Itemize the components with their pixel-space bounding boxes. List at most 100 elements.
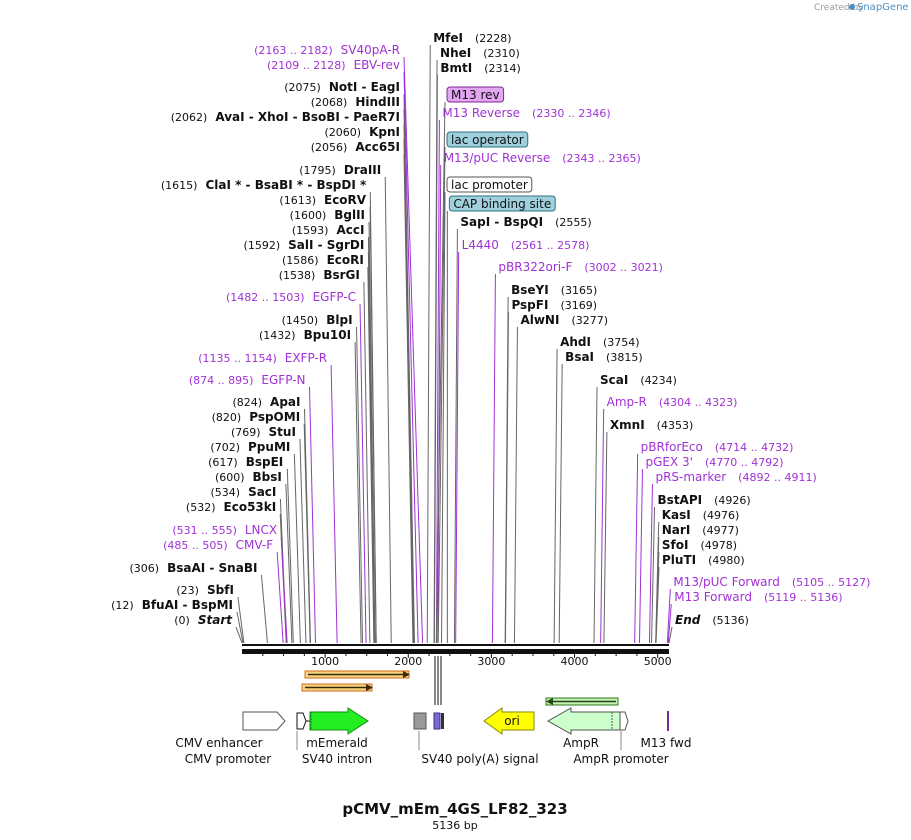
- label-position: (2555): [555, 216, 592, 229]
- label-name: PspFI: [511, 298, 548, 312]
- site-label-15[interactable]: BsrGI(1538): [279, 268, 360, 282]
- label-position: (2310): [483, 47, 520, 60]
- connector-line: [441, 191, 446, 644]
- label-position: (2062): [171, 111, 208, 124]
- label-position: (3169): [560, 299, 597, 312]
- site-label-35[interactable]: BsaI(3815): [565, 350, 642, 364]
- primer-label-8[interactable]: M13/pUC Reverse(2343 .. 2365): [444, 151, 641, 165]
- site-label-36[interactable]: ScaI(4234): [600, 373, 677, 387]
- primer-label-16[interactable]: M13 Forward(5119 .. 5136): [674, 590, 842, 604]
- site-label-27[interactable]: SbfI(23): [176, 583, 234, 597]
- site-label-40[interactable]: NarI(4977): [662, 523, 739, 537]
- site-label-37[interactable]: XmnI(4353): [610, 418, 693, 432]
- site-label-39[interactable]: KasI(4976): [662, 508, 740, 522]
- cmv-enhancer-feature[interactable]: [242, 711, 286, 731]
- label-name: EBV-rev: [354, 58, 400, 72]
- connector-line: [303, 423, 311, 644]
- site-label-10[interactable]: EcoRV(1613): [279, 193, 366, 207]
- label-position: (2068): [311, 96, 348, 109]
- primer-label-10[interactable]: pBR322ori-F(3002 .. 3021): [498, 260, 663, 274]
- primer-label-14[interactable]: pRS-marker(4892 .. 4911): [655, 470, 816, 484]
- site-label-3[interactable]: NotI - EagI(2075): [284, 80, 400, 94]
- label-name: EGFP-C: [313, 290, 356, 304]
- primer-label-13[interactable]: pGEX 3'(4770 .. 4792): [645, 455, 783, 469]
- label-name: pRS-marker: [655, 470, 726, 484]
- site-label-21[interactable]: PpuMI(702): [210, 440, 290, 454]
- site-label-6[interactable]: KpnI(2060): [325, 125, 400, 139]
- site-label-1[interactable]: NheI(2310): [440, 46, 520, 60]
- boxed-feature-1[interactable]: lac operator: [446, 131, 529, 148]
- site-label-2[interactable]: BmtI(2314): [440, 61, 520, 75]
- primer-label-3[interactable]: EXFP-R(1135 .. 1154): [198, 351, 327, 365]
- site-label-16[interactable]: BlpI(1450): [282, 313, 353, 327]
- snapgene-logo-text[interactable]: SnapGene: [857, 2, 909, 13]
- connector-line: [299, 438, 307, 644]
- site-label-9[interactable]: ClaI * - BsaBI * - BspDI *(1615): [161, 178, 367, 192]
- label-name: BmtI: [440, 61, 472, 75]
- site-label-30[interactable]: SapI - BspQI (2555): [460, 215, 591, 229]
- site-label-32[interactable]: PspFI (3169): [511, 298, 597, 312]
- connector-line: [651, 506, 656, 644]
- primer-label-7[interactable]: M13 Reverse(2330 .. 2346): [442, 106, 610, 120]
- sv40-polya-feature[interactable]: [441, 713, 444, 729]
- site-label-25[interactable]: Eco53kI(532): [186, 500, 276, 514]
- primer-label-2[interactable]: EGFP-C(1482 .. 1503): [226, 290, 356, 304]
- primer-label-0[interactable]: SV40pA-R(2163 .. 2182): [254, 43, 400, 57]
- ampr-promoter-feature[interactable]: [619, 711, 629, 731]
- ampr-feature[interactable]: [546, 707, 621, 735]
- label-position: (1432): [259, 329, 296, 342]
- site-label-23[interactable]: BbsI(600): [215, 470, 282, 484]
- site-label-11[interactable]: BglII(1600): [290, 208, 365, 222]
- site-label-7[interactable]: Acc65I(2056): [311, 140, 400, 154]
- primer-label-12[interactable]: pBRforEco(4714 .. 4732): [641, 440, 794, 454]
- m13-fwd-feature[interactable]: [667, 711, 669, 731]
- primer-label-9[interactable]: L4440(2561 .. 2578): [462, 238, 590, 252]
- site-label-29[interactable]: Start(0): [174, 613, 233, 627]
- mEmerald-feature[interactable]: [309, 707, 369, 735]
- site-label-19[interactable]: PspOMI(820): [212, 410, 301, 424]
- label-name: ScaI: [600, 373, 628, 387]
- site-label-14[interactable]: EcoRI(1586): [282, 253, 364, 267]
- cmv-promoter-feature[interactable]: [296, 712, 307, 730]
- boxed-feature-0[interactable]: M13 rev: [446, 86, 505, 103]
- boxed-feature-2[interactable]: lac promoter: [446, 176, 533, 193]
- site-label-42[interactable]: PluTI(4980): [662, 553, 745, 567]
- ori-feature[interactable]: [483, 707, 535, 735]
- site-label-22[interactable]: BspEI(617): [208, 455, 283, 469]
- primer-label-5[interactable]: LNCX(531 .. 555): [172, 523, 277, 537]
- connector-line: [667, 603, 672, 644]
- label-name: SapI - BspQI: [460, 215, 543, 229]
- site-label-17[interactable]: Bpu10I(1432): [259, 328, 351, 342]
- lac-region-feature[interactable]: [433, 712, 441, 730]
- primer-label-4[interactable]: EGFP-N(874 .. 895): [189, 373, 306, 387]
- site-label-31[interactable]: BseYI(3165): [511, 283, 597, 297]
- site-label-18[interactable]: ApaI(824): [232, 395, 300, 409]
- site-label-8[interactable]: DraIII(1795): [299, 163, 381, 177]
- site-label-20[interactable]: StuI(769): [231, 425, 296, 439]
- connector-line: [558, 363, 563, 644]
- site-label-33[interactable]: AlwNI(3277): [520, 313, 608, 327]
- site-label-5[interactable]: AvaI - XhoI - BsoBI - PaeR7I(2062): [171, 110, 400, 124]
- site-label-12[interactable]: AccI(1593): [292, 223, 365, 237]
- site-label-0[interactable]: MfeI(2228): [433, 31, 511, 45]
- label-position: (1795): [299, 164, 336, 177]
- site-label-24[interactable]: SacI(534): [210, 485, 276, 499]
- site-label-41[interactable]: SfoI(4978): [662, 538, 737, 552]
- primer-label-6[interactable]: CMV-F(485 .. 505): [163, 538, 273, 552]
- site-label-34[interactable]: AhdI(3754): [560, 335, 639, 349]
- label-name: NarI: [662, 523, 691, 537]
- primer-label-1[interactable]: EBV-rev(2109 .. 2128): [267, 58, 400, 72]
- site-label-28[interactable]: BfuAI - BspMI(12): [111, 598, 233, 612]
- site-label-13[interactable]: SalI - SgrDI(1592): [244, 238, 365, 252]
- label-position: (4714 .. 4732): [715, 441, 794, 454]
- label-name: NotI - EagI: [329, 80, 400, 94]
- primer-label-11[interactable]: Amp-R(4304 .. 4323): [607, 395, 738, 409]
- boxed-feature-3[interactable]: CAP binding site: [448, 195, 556, 212]
- site-label-43[interactable]: End(5136): [675, 613, 749, 627]
- site-label-38[interactable]: BstAPI(4926): [658, 493, 751, 507]
- site-label-26[interactable]: BsaAI - SnaBI(306): [129, 561, 257, 575]
- primer-label-15[interactable]: M13/pUC Forward(5105 .. 5127): [673, 575, 870, 589]
- site-label-4[interactable]: HindIII(2068): [311, 95, 400, 109]
- sv40-intron-feature[interactable]: [413, 712, 427, 730]
